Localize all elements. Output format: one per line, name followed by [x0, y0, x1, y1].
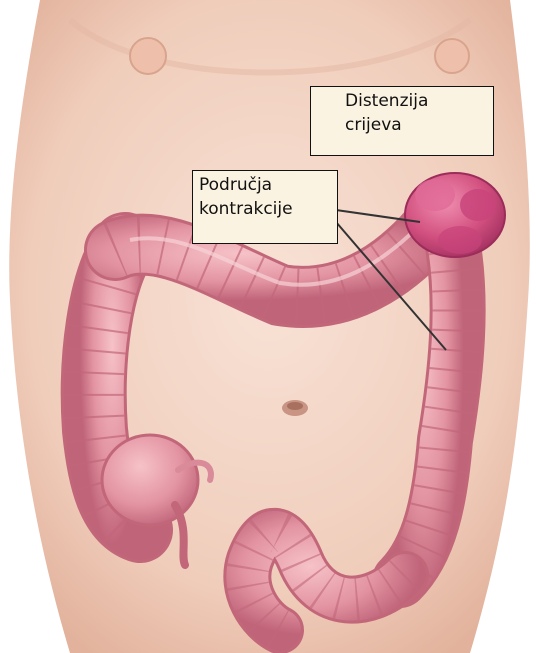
distension-label-line2: crijeva: [345, 113, 487, 137]
distension-label: Distenzija crijeva: [310, 86, 494, 156]
contraction-label-line2: kontrakcije: [199, 197, 331, 221]
distended-colon-segment: [405, 173, 505, 257]
contraction-label-line1: Područja: [199, 173, 331, 197]
right-nipple-icon: [435, 39, 469, 73]
contraction-label: Područja kontrakcije: [192, 170, 338, 244]
left-nipple-icon: [130, 38, 166, 74]
distension-label-line1: Distenzija: [345, 89, 487, 113]
